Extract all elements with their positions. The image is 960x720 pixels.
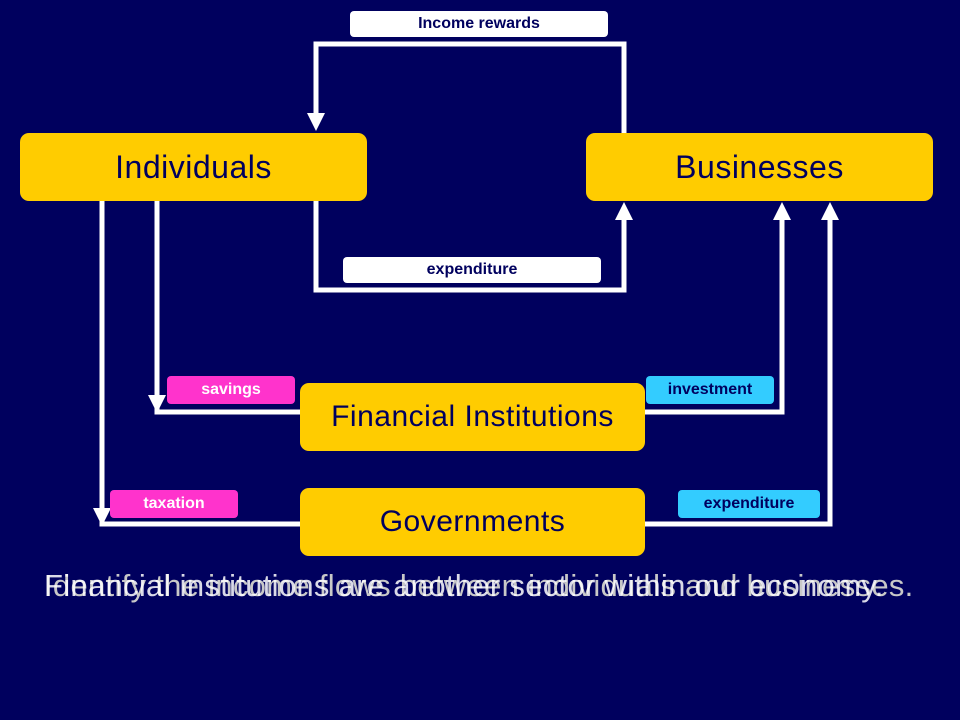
income-rewards-arrowhead: [307, 113, 325, 131]
caption-income-flows: Identify the income flows between indivi…: [44, 568, 914, 603]
savings-arrowhead: [148, 395, 166, 413]
government-expenditure-label: expenditure: [678, 490, 820, 518]
businesses-node: Businesses: [586, 133, 933, 201]
expenditure-arrowhead: [615, 202, 633, 220]
financial-institutions-node: Financial Institutions: [300, 383, 645, 451]
caption-financial-institutions: Financial institutions are another secto…: [44, 568, 884, 603]
government-expenditure-arrowhead: [821, 202, 839, 220]
individuals-node: Individuals: [20, 133, 367, 201]
investment-arrow: [645, 220, 785, 415]
expenditure-label: expenditure: [343, 257, 601, 283]
taxation-label: taxation: [110, 490, 238, 518]
income-rewards-label: Income rewards: [350, 11, 608, 37]
expenditure-arrow: [313, 201, 627, 293]
taxation-arrowhead: [93, 508, 111, 526]
investment-label: investment: [646, 376, 774, 404]
income-rewards-arrow: [313, 41, 627, 133]
investment-arrowhead: [773, 202, 791, 220]
taxation-arrow: [99, 201, 300, 527]
savings-label: savings: [167, 376, 295, 404]
government-expenditure-arrow: [645, 220, 833, 527]
governments-node: Governments: [300, 488, 645, 556]
